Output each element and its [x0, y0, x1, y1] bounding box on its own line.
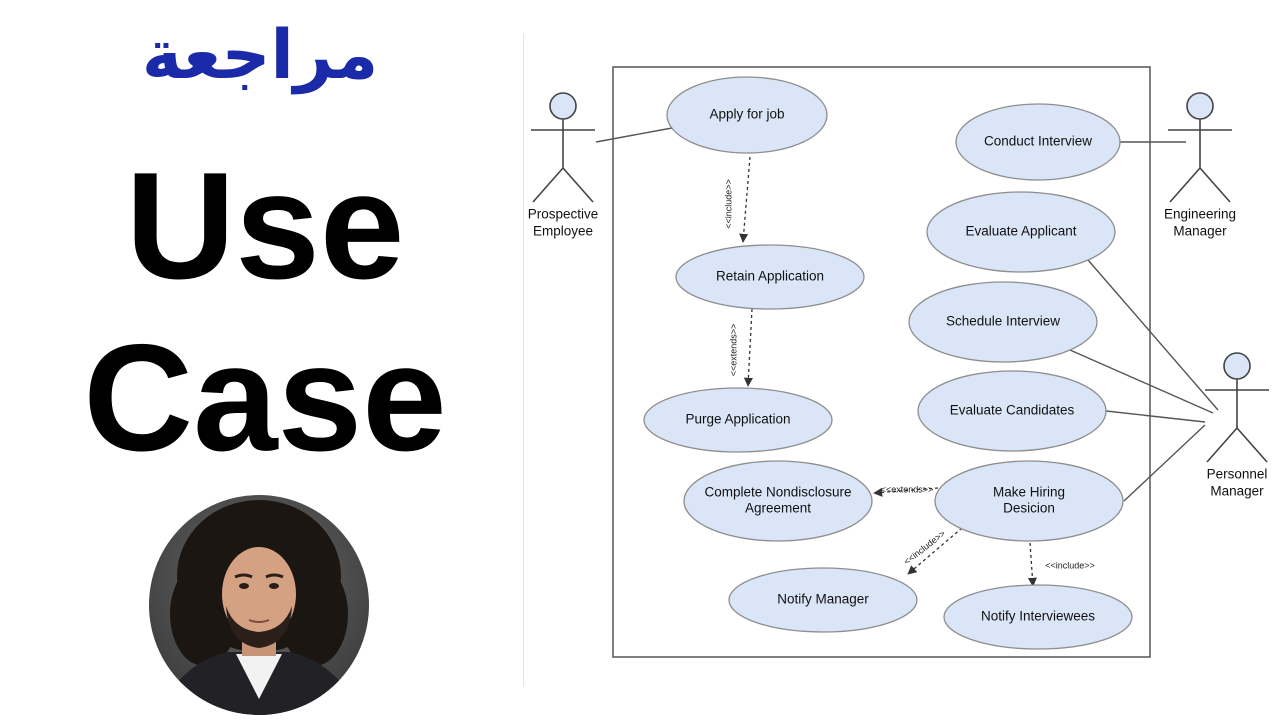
- use-case-label: Evaluate Candidates: [950, 403, 1075, 418]
- actor-label: Engineering: [1164, 207, 1236, 222]
- actor-head: [1223, 352, 1251, 380]
- use-case-label: Notify Interviewees: [981, 609, 1095, 624]
- relationship-hiring-nda: [873, 487, 939, 497]
- title-word-case: Case: [83, 313, 447, 483]
- actor-head: [549, 92, 577, 120]
- actor-head: [1186, 92, 1214, 120]
- actor-leg: [1199, 167, 1231, 203]
- use-case-purge: Purge Application: [643, 387, 833, 453]
- title-panel: مراجعة Use Case: [0, 0, 520, 720]
- association-prospective-apply: [595, 127, 673, 143]
- use-case-ellipse: [943, 584, 1133, 650]
- relationship-retain-purge: [743, 308, 753, 387]
- use-case-apply: Apply for job: [666, 76, 828, 154]
- association-personnel-evalcand: [1105, 410, 1206, 423]
- relationship-label: <<include>>: [723, 179, 733, 229]
- relationship-label: <<extends>>: [881, 484, 934, 494]
- use-case-evalapp: Evaluate Applicant: [926, 191, 1116, 273]
- actor-leg: [1169, 167, 1201, 203]
- arabic-review-title: مراجعة: [141, 16, 379, 95]
- relationship-label: <<include>>: [902, 528, 947, 566]
- use-case-ellipse: [934, 460, 1124, 542]
- use-case-label: Purge Application: [685, 412, 790, 427]
- use-case-retain: Retain Application: [675, 244, 865, 310]
- relationship-apply-retain: [739, 156, 751, 243]
- presenter-photo-icon: [149, 495, 369, 715]
- use-case-evalcand: Evaluate Candidates: [917, 370, 1107, 452]
- actor-leg: [562, 167, 594, 203]
- use-case-label: Agreement: [745, 501, 811, 516]
- actor-leg: [532, 167, 564, 203]
- use-case-label: Desicion: [1003, 501, 1055, 516]
- use-case-ellipse: [675, 244, 865, 310]
- actor-label: Manager: [1210, 484, 1264, 499]
- use-case-label: Schedule Interview: [946, 314, 1060, 329]
- use-case-ellipse: [926, 191, 1116, 273]
- use-case-notifyint: Notify Interviewees: [943, 584, 1133, 650]
- association-layer: [595, 127, 1219, 502]
- use-case-ellipse: [917, 370, 1107, 452]
- use-case-label: Notify Manager: [777, 592, 869, 607]
- use-case-ellipse: [666, 76, 828, 154]
- title-word-use: Use: [125, 141, 405, 311]
- use-case-ellipse: [728, 567, 918, 633]
- use-case-notifymgr: Notify Manager: [728, 567, 918, 633]
- actor-leg: [1206, 427, 1238, 463]
- use-case-conduct: Conduct Interview: [955, 103, 1121, 181]
- use-case-label: Evaluate Applicant: [965, 224, 1076, 239]
- actor-label: Prospective: [528, 207, 599, 222]
- actor-label: Manager: [1173, 224, 1227, 239]
- presenter-avatar: [149, 495, 369, 715]
- association-personnel-hiring: [1123, 424, 1206, 502]
- actor-label: Personnel: [1207, 467, 1268, 482]
- use-case-ellipse: [955, 103, 1121, 181]
- use-case-ellipse: [643, 387, 833, 453]
- actor-layer: ProspectiveEmployeeEngineeringManagerPer…: [528, 92, 1269, 499]
- use-case-schedule: Schedule Interview: [908, 281, 1098, 363]
- panel-divider: [523, 34, 524, 686]
- actor-leg: [1236, 427, 1268, 463]
- use-case-label: Conduct Interview: [984, 134, 1092, 149]
- relationship-label: <<include>>: [1045, 560, 1095, 570]
- relationship-hiring-notifyint: [1027, 542, 1037, 587]
- relationship-label: <<extends>>: [728, 324, 738, 377]
- actor-label: Employee: [533, 224, 593, 239]
- use-case-label: Complete Nondisclosure: [704, 485, 851, 500]
- use-case-label: Make Hiring: [993, 485, 1065, 500]
- use-case-ellipse: [683, 460, 873, 542]
- use-case-ellipse: [908, 281, 1098, 363]
- use-case-label: Apply for job: [709, 107, 784, 122]
- system-boundary: [612, 66, 1151, 658]
- association-personnel-schedule: [1069, 349, 1214, 414]
- use-case-label: Retain Application: [716, 269, 824, 284]
- association-personnel-evalapp: [1087, 259, 1219, 411]
